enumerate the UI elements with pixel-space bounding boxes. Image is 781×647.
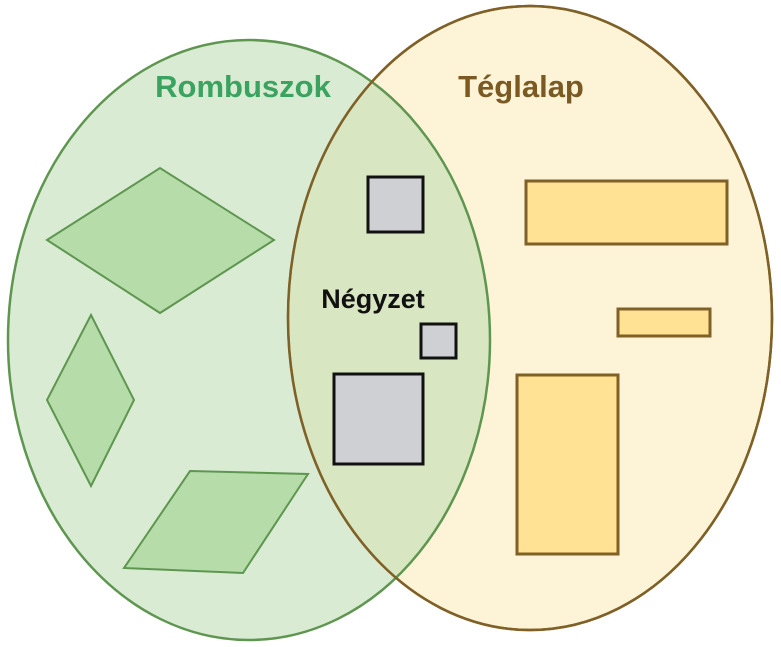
square-set-label: Négyzet xyxy=(321,284,425,314)
rectangle-shape xyxy=(524,179,729,246)
rhombus-shape xyxy=(45,312,136,489)
rhombus-shape xyxy=(122,469,310,575)
square-shape xyxy=(332,372,425,466)
rectangle-shape xyxy=(515,373,620,556)
rectangle-shape xyxy=(616,307,712,338)
rectangle-set-label: Téglalap xyxy=(458,69,584,104)
rhombus-set-label: Rombuszok xyxy=(155,69,331,104)
rectangle-set-outline xyxy=(286,4,774,632)
square-shape xyxy=(419,322,458,360)
rhombus-shape xyxy=(45,166,276,315)
square-shape xyxy=(366,175,425,234)
